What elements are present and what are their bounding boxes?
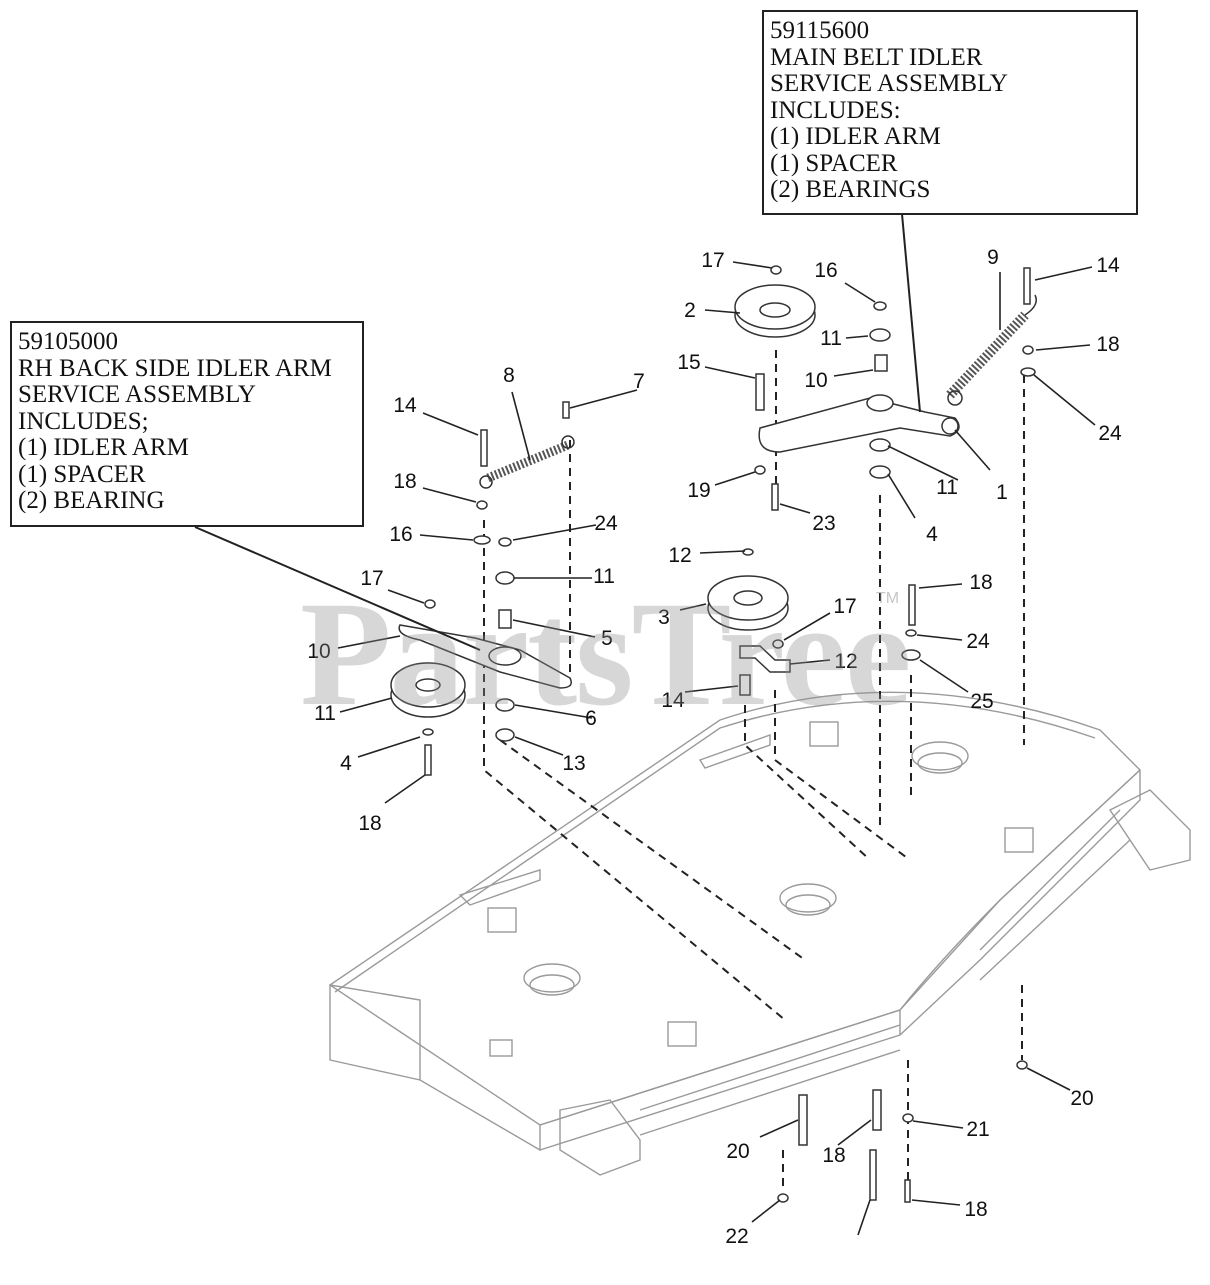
part-number-label: 17 (701, 249, 724, 272)
part-number-label: 17 (833, 595, 856, 618)
watermark: PartsTree (300, 571, 911, 737)
label-leaders (337, 261, 1096, 1236)
part-number-label: 11 (593, 565, 615, 588)
callout-line: RH BACK SIDE IDLER ARM (18, 354, 332, 382)
spring-8 (486, 440, 570, 483)
main-belt-idler-callout: 59115600 MAIN BELT IDLER SERVICE ASSEMBL… (762, 10, 1138, 215)
part-number-label: 21 (966, 1118, 989, 1141)
part-number-label: 24 (966, 630, 990, 653)
part-number-label: 11 (314, 702, 336, 725)
part-number-label: 5 (601, 627, 613, 650)
part-number-label: 22 (725, 1225, 748, 1248)
part-number-label: 13 (562, 752, 585, 775)
part-number-label: 16 (389, 523, 412, 546)
callout-line: MAIN BELT IDLER (770, 43, 983, 71)
callout-line: 59115600 (770, 17, 870, 44)
callout-line: (1) IDLER ARM (770, 123, 941, 150)
part-number-label: 3 (658, 606, 670, 629)
part-number-label: 18 (358, 812, 381, 835)
part-number-label: 23 (812, 512, 835, 535)
watermark-trademark: TM (876, 590, 900, 607)
main-idler-arm (758, 397, 960, 453)
callout-line: INCLUDES; (18, 407, 149, 435)
part-number-label: 12 (668, 544, 691, 567)
part-number-label: 24 (1098, 422, 1122, 445)
part-number-label: 18 (964, 1198, 987, 1221)
part-number-label: 12 (834, 650, 857, 673)
parts (390, 265, 1037, 1203)
callout-line: (1) SPACER (770, 149, 898, 177)
part-number-label: 4 (926, 523, 938, 546)
part-number-label: 20 (726, 1140, 749, 1163)
part-number-label: 16 (814, 259, 837, 282)
part-number-label: 20 (1070, 1087, 1093, 1110)
spring-9 (946, 311, 1029, 399)
callout-line: (2) BEARING (18, 487, 165, 514)
part-number-label: 2 (684, 299, 696, 322)
callout-leaders (194, 213, 921, 651)
part-number-label: 14 (393, 394, 417, 417)
part-number-label: 19 (687, 479, 710, 502)
part-number-label: 25 (970, 690, 993, 713)
part-number-label: 18 (1096, 333, 1119, 356)
callout-line: (2) BEARINGS (770, 176, 931, 203)
rh-back-side-idler-arm (398, 624, 572, 689)
part-number-label: 10 (307, 640, 330, 663)
callout-line: INCLUDES: (770, 96, 901, 124)
part-number-label: 15 (677, 351, 700, 374)
mower-deck (328, 691, 1191, 1176)
part-number-label: 24 (594, 512, 618, 535)
part-number-label: 14 (1096, 254, 1120, 277)
callout-line: SERVICE ASSEMBLY (770, 70, 1008, 97)
callout-line: SERVICE ASSEMBLY (18, 381, 256, 408)
callout-line: (1) IDLER ARM (18, 434, 189, 461)
part-number-label: 4 (340, 752, 352, 775)
part-number-label: 1 (996, 481, 1008, 504)
part-number-label: 18 (393, 470, 416, 493)
part-number-label: 10 (804, 369, 827, 392)
assembly-guide-lines (483, 350, 1025, 1190)
part-number-label: 14 (661, 689, 685, 712)
part-number-label: 11 (936, 476, 958, 499)
part-number-label: 7 (633, 370, 645, 393)
callout-line: 59105000 (18, 328, 118, 355)
rh-back-side-idler-callout: 59105000 RH BACK SIDE IDLER ARM SERVICE … (10, 321, 364, 527)
part-number-label: 11 (820, 327, 842, 350)
part-number-label: 8 (503, 364, 515, 387)
part-number-label: 17 (360, 567, 383, 590)
callout-line: (1) SPACER (18, 460, 146, 488)
part-number-label: 18 (969, 571, 992, 594)
part-number-label: 6 (585, 707, 597, 730)
part-number-label: 9 (987, 246, 999, 269)
part-number-label: 18 (822, 1144, 845, 1167)
